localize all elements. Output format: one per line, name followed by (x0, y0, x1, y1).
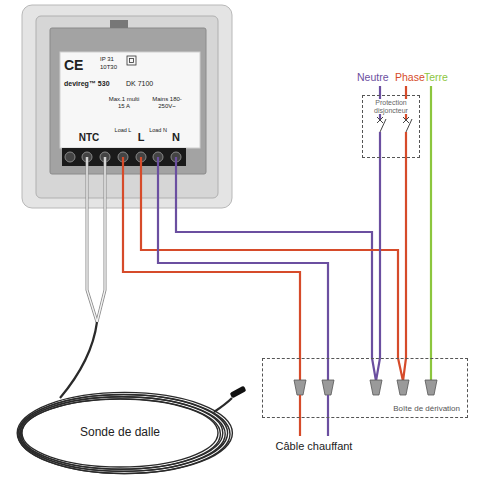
breaker-contact (377, 117, 386, 132)
junction-box: Boîte de dérivation (262, 358, 468, 418)
load-n-wire (157, 157, 159, 208)
n-wire (175, 157, 177, 208)
box-label: Boîte de dérivation (392, 405, 461, 414)
phase-wire (398, 358, 406, 381)
wire-label: Phase (395, 72, 425, 84)
thermostat-frame (22, 5, 232, 208)
wire (141, 208, 398, 358)
sensor-wire (87, 157, 97, 322)
breaker-contact (403, 117, 412, 132)
pin-name: Load N (149, 127, 167, 133)
load-n-wire (327, 358, 329, 381)
sensor-cable-coil (17, 392, 232, 473)
model-code: DK 7100 (126, 80, 166, 88)
heating-cable-wire (299, 395, 301, 436)
wire (379, 158, 381, 358)
load-l-wire (122, 157, 124, 208)
rating-plate (60, 52, 200, 148)
l-wire (140, 157, 142, 208)
cable-loop (17, 392, 232, 473)
pin-name: N (169, 131, 183, 143)
ip-rating: IP 31 (100, 56, 124, 63)
wire (405, 158, 407, 358)
load-l-wire (299, 358, 301, 381)
sensor-cable (214, 398, 232, 412)
thermostat-bezel (36, 16, 218, 198)
earth-wire (430, 86, 432, 381)
wire-connector (397, 380, 409, 395)
thermostat-device: CE IP 3110T30 devireg™ 530 DK 7100Max.1 mul… (22, 5, 232, 208)
wire (123, 208, 300, 358)
part-name: Câble chauffant (276, 440, 353, 452)
phase-wire (405, 86, 407, 95)
pin-name: NTC (72, 132, 106, 143)
wire (158, 208, 328, 358)
heating-cable-wire (327, 395, 329, 436)
wire-connector (294, 380, 306, 395)
wire-connector (370, 380, 382, 395)
neutral-wire (379, 86, 381, 95)
load-rating: Max.1 multi 15 A (106, 96, 142, 109)
terminal-screw (65, 152, 75, 162)
neutral-wire (372, 358, 380, 381)
sensor-wire (97, 157, 105, 322)
sensor-wire (97, 157, 105, 322)
clip-notch (110, 20, 128, 28)
breaker-box: Protection disjoncteur (362, 95, 420, 158)
pin-name: L (134, 131, 148, 143)
sensor-cable (60, 322, 97, 398)
model-name: devireg™ 530 (64, 80, 122, 88)
wire-label: Terre (424, 72, 448, 84)
sensor-wire (87, 157, 97, 322)
wire (176, 208, 372, 358)
class2-symbol (130, 59, 134, 63)
ce-mark: CE (64, 58, 94, 73)
breaker-label: Protection disjoncteur (365, 99, 417, 114)
mains-rating: Mains 180-250V~ (148, 96, 186, 109)
class2-symbol (127, 56, 136, 65)
pin-name: Load L (114, 127, 132, 133)
wire-connectors (294, 380, 437, 395)
part-name: Sonde de dalle (80, 426, 160, 439)
temperature-rating: 10T30 (100, 64, 124, 71)
wire-label: Neutre (357, 72, 389, 84)
floor-sensor-probe (230, 386, 247, 399)
wire-connector (322, 380, 334, 395)
wire-connector (425, 380, 437, 395)
thermostat-module (50, 28, 206, 174)
